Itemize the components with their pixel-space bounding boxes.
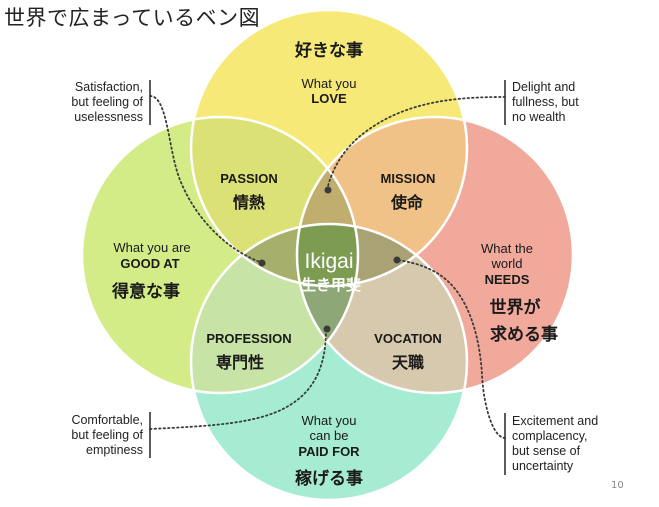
love-jp-label: 好きな事 — [294, 40, 363, 61]
good-at-en-line1: What you are — [113, 240, 190, 255]
good-at-jp-label: 得意な事 — [111, 281, 180, 302]
note-top-right-line2: fullness, but — [512, 95, 579, 109]
note-top-right-line3: no wealth — [512, 110, 566, 124]
passion-en-label: PASSION — [220, 171, 278, 186]
profession-en-label: PROFESSION — [206, 331, 291, 346]
ikigai-en-label: Ikigai — [304, 250, 353, 273]
needs-en-line2: world — [490, 256, 522, 271]
note-top-left-line2: but feeling of — [71, 95, 143, 109]
note-bottom-right-line4: uncertainty — [512, 459, 574, 473]
connector-dot-mission — [324, 186, 332, 194]
needs-jp-line1: 世界が — [490, 297, 541, 318]
circle-outline-top — [189, 8, 469, 288]
love-en-line2: LOVE — [311, 91, 347, 106]
connector-bottom-left — [149, 329, 327, 430]
vocation-en-label: VOCATION — [374, 331, 442, 346]
paid-for-jp-label: 稼げる事 — [295, 468, 363, 489]
circle-outline-right — [295, 115, 575, 395]
note-top-left-line3: uselessness — [74, 110, 143, 124]
needs-en-line1: What the — [481, 241, 533, 256]
paid-for-en-line2: can be — [309, 428, 348, 443]
mission-jp-label: 使命 — [390, 193, 424, 212]
paid-for-en-line1: What you — [302, 413, 357, 428]
connector-dot-vocation — [393, 256, 401, 264]
connector-dot-profession — [323, 325, 331, 333]
circle-outline-left — [80, 115, 360, 395]
slide-title: 世界で広まっているベン図 — [4, 6, 261, 30]
profession-jp-label: 専門性 — [216, 353, 264, 372]
connector-dot-passion — [258, 259, 266, 267]
note-top-right-line1: Delight and — [512, 80, 575, 94]
needs-jp-line2: 求める事 — [490, 324, 558, 345]
connector-bottom-right — [397, 259, 506, 439]
mission-en-label: MISSION — [381, 171, 436, 186]
needs-en-line3: NEEDS — [485, 272, 530, 287]
note-bottom-left-line2: but feeling of — [71, 428, 143, 442]
connector-top-right — [326, 96, 506, 191]
note-bottom-right-line1: Excitement and — [512, 414, 598, 428]
paid-for-en-line3: PAID FOR — [298, 444, 360, 459]
note-bottom-left-line1: Comfortable, — [71, 413, 143, 427]
connector-top-left — [149, 95, 261, 263]
love-en-line1: What you — [302, 76, 357, 91]
page-number: 10 — [611, 480, 624, 491]
good-at-en-line2: GOOD AT — [120, 256, 179, 271]
note-bottom-right-line3: but sense of — [512, 444, 581, 458]
vocation-jp-label: 天職 — [392, 353, 424, 372]
note-top-left-line1: Satisfaction, — [75, 80, 143, 94]
note-bottom-left-line3: emptiness — [86, 443, 143, 457]
ikigai-jp-label: 生き甲斐 — [301, 276, 362, 294]
circle-outline-bottom — [189, 222, 469, 502]
note-bottom-right-line2: complacency, — [512, 429, 588, 443]
passion-jp-label: 情熱 — [233, 193, 265, 212]
